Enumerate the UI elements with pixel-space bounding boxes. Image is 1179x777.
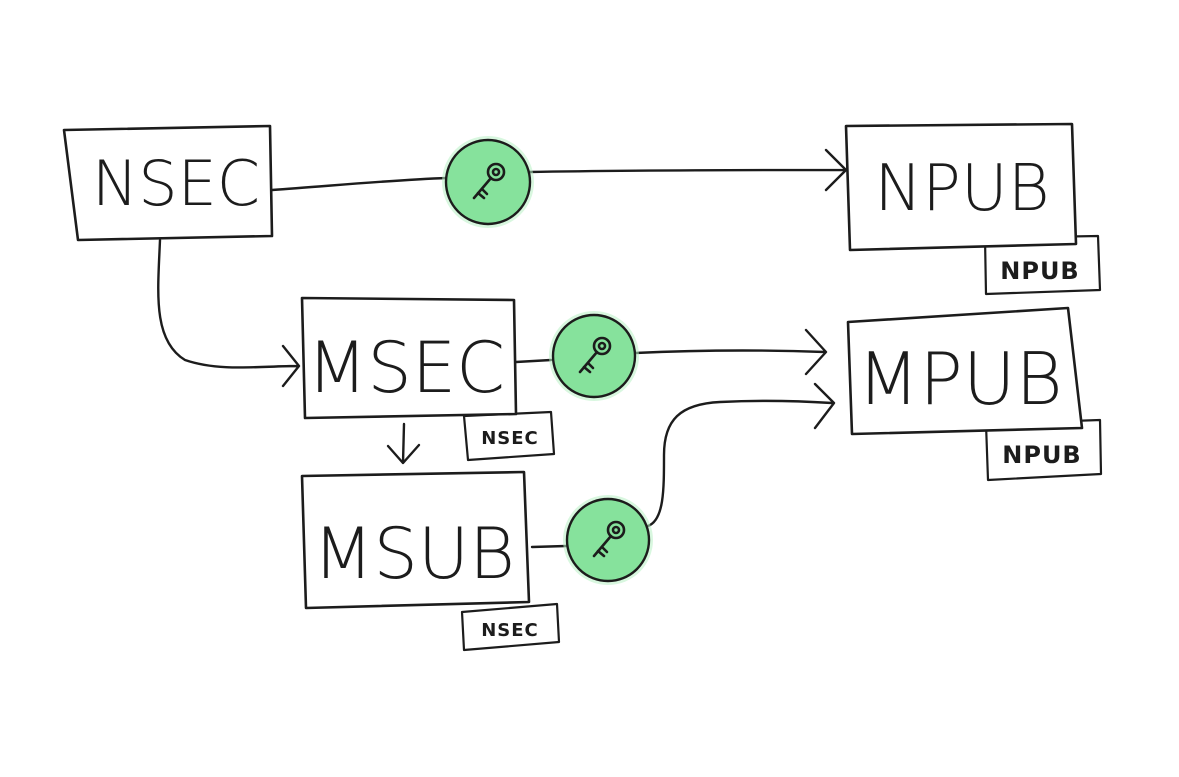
node-msub-tag: NSEC [481,620,539,641]
node-msec-label: MSEC [307,327,505,409]
arrow-msec-to-msub [386,422,421,465]
node-msec: NSEC MSEC [300,296,556,462]
key-icon [549,311,639,401]
node-nsec-label: NSEC [92,147,260,220]
node-msec-tag: NSEC [481,428,539,449]
node-npub-tag: NPUB [1000,257,1079,285]
node-npub-label: NPUB [874,152,1049,226]
arrow-msec-to-mpub [514,328,828,376]
node-mpub-tag: NPUB [1002,441,1081,469]
node-msub-label: MSUB [313,513,515,595]
arrow-nsec-to-msec [157,238,301,388]
node-mpub-label: MPUB [857,337,1062,421]
key-icon [563,495,653,585]
node-mpub: NPUB MPUB [846,306,1103,482]
key-icon [442,136,534,228]
node-npub: NPUB NPUB [844,122,1102,296]
arrow-nsec-to-npub [270,148,848,192]
node-msub: NSEC MSUB [300,470,561,652]
arrow-msub-to-mpub [530,382,836,549]
node-nsec: NSEC [62,124,274,242]
